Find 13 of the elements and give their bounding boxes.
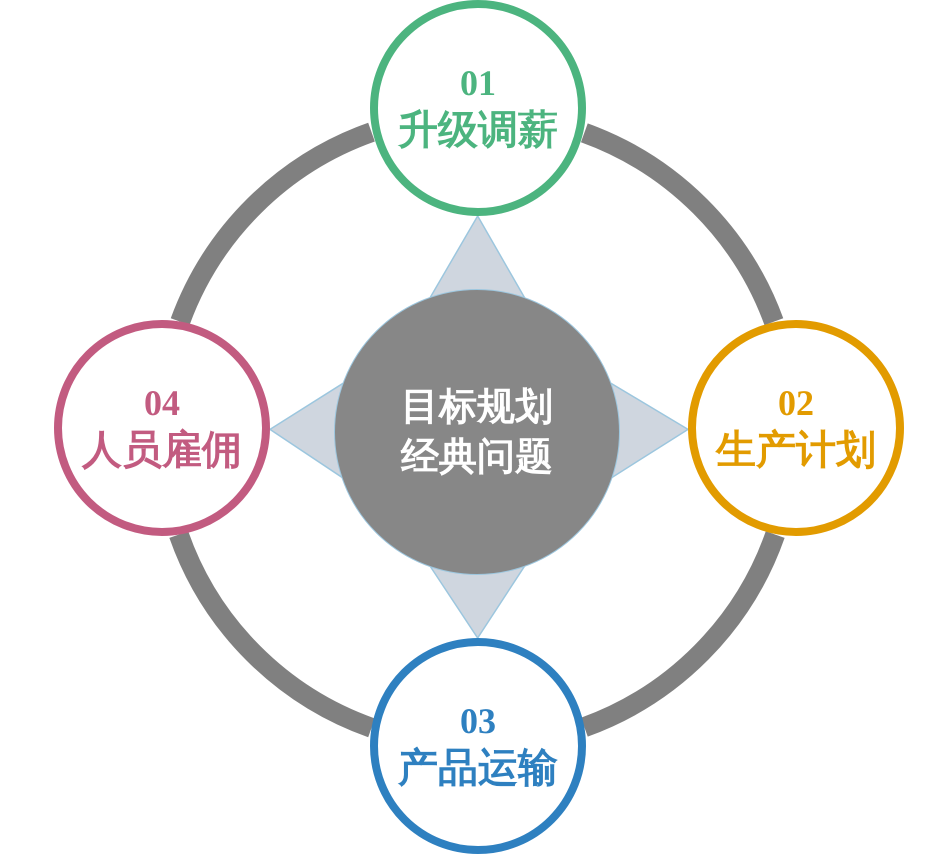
topic-label: 人员雇佣: [82, 426, 242, 474]
center-title: 目标规划经典问题: [400, 385, 554, 480]
ring-arc: [170, 530, 376, 738]
step-number: 03: [460, 700, 496, 743]
step-number: 01: [460, 62, 496, 105]
step-number: 02: [778, 382, 814, 425]
topic-label: 生产计划: [716, 426, 876, 474]
ring-arc: [580, 124, 784, 326]
ring-arc: [170, 122, 376, 326]
topic-label: 升级调薪: [398, 106, 558, 154]
ring-arc: [580, 530, 784, 736]
topic-label: 产品运输: [398, 744, 558, 792]
step-number: 04: [144, 382, 180, 425]
